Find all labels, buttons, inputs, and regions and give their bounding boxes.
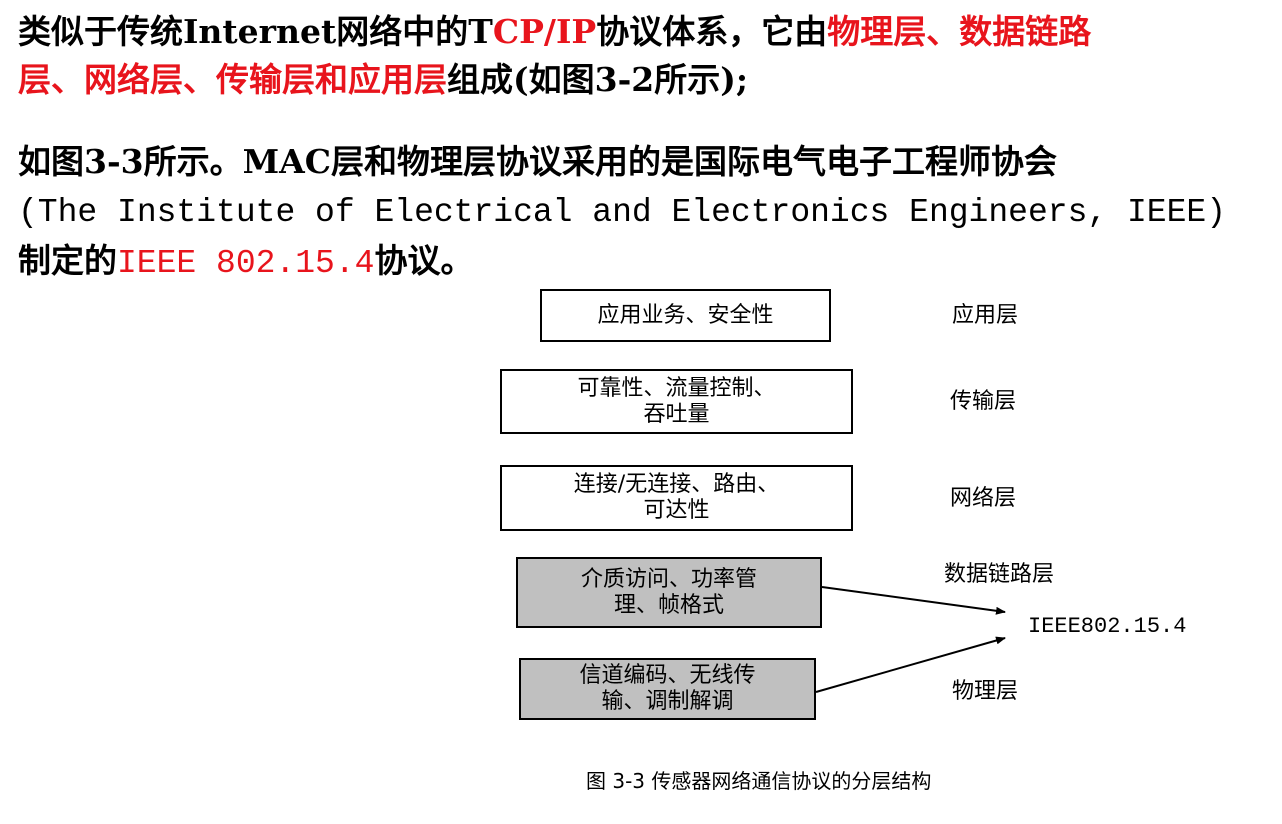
- intro-text-1e: 层、网络层、传输层和应用层: [18, 60, 447, 99]
- box-line: 可达性: [643, 498, 710, 523]
- intro-text-2d: IEEE 802.15.4: [117, 245, 375, 282]
- figure-caption: 图 3-3 传感器网络通信协议的分层结构: [586, 769, 932, 793]
- layer-label-transport: 传输层: [950, 389, 1017, 414]
- function-box-datalink: 介质访问、功率管 理、帧格式: [516, 557, 822, 628]
- intro-text-1c: 协议体系，它由: [596, 12, 828, 51]
- layer-label-datalink: 数据链路层: [944, 562, 1055, 587]
- function-box-network: 连接/无连接、路由、 可达性: [500, 465, 853, 531]
- box-line: 应用业务、安全性: [597, 302, 774, 328]
- intro-text-1f: 组成(如图3-2所示);: [447, 60, 749, 99]
- layer-label-physical: 物理层: [952, 679, 1019, 704]
- function-box-physical: 信道编码、无线传 输、调制解调: [519, 658, 816, 720]
- intro-text-2b: (The Institute of Electrical and Electro…: [18, 194, 1226, 231]
- box-line: 连接/无连接、路由、: [573, 472, 780, 497]
- box-line: 介质访问、功率管: [580, 566, 757, 592]
- intro-text-1a: 类似于传统Internet网络中的T: [18, 12, 493, 51]
- intro-text-1d: 物理层、数据链路: [827, 12, 1092, 51]
- arrow-physical-to-standard: [815, 636, 1006, 693]
- layer-label-network: 网络层: [950, 486, 1017, 511]
- box-line: 输、调制解调: [601, 689, 734, 714]
- box-line: 信道编码、无线传: [579, 663, 756, 688]
- arrow-datalink-to-standard: [821, 586, 1006, 615]
- box-line: 可靠性、流量控制、: [577, 375, 776, 401]
- function-box-application: 应用业务、安全性: [540, 289, 831, 342]
- box-line: 理、帧格式: [613, 592, 724, 618]
- intro-paragraph-2: 如图3-3所示。MAC层和物理层协议采用的是国际电气电子工程师协会 (The In…: [18, 138, 1268, 288]
- intro-text-1b: CP/IP: [492, 12, 597, 51]
- intro-paragraph-1: 类似于传统Internet网络中的TCP/IP协议体系，它由物理层、数据链路层、…: [18, 8, 1268, 104]
- box-line: 吞吐量: [643, 401, 710, 427]
- intro-text-2e: 协议。: [374, 241, 474, 280]
- function-box-transport: 可靠性、流量控制、 吞吐量: [500, 369, 853, 434]
- intro-text-2c: 制定的: [18, 241, 117, 280]
- layer-label-application: 应用层: [952, 303, 1019, 328]
- intro-text-2a: 如图3-3所示。MAC层和物理层协议采用的是国际电气电子工程师协会: [18, 142, 1058, 181]
- standard-label: IEEE802.15.4: [1028, 614, 1187, 639]
